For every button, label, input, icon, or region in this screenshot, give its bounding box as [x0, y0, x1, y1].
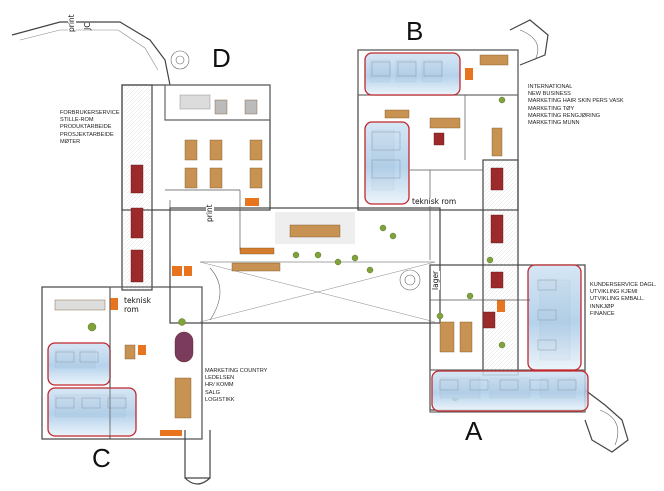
- department-item: KUNDERSERVICE DAGL.: [590, 282, 657, 288]
- department-list-d: FORBRUKERSERVICE STILLE-ROM PRODUKTARBEI…: [60, 110, 120, 146]
- department-list-a: KUNDERSERVICE DAGL. UTVIKLING KJEMI UTVI…: [590, 282, 656, 318]
- department-list-b: INTERNATIONAL NEW BUSINESS MARKETING HAI…: [528, 84, 624, 127]
- department-item: MARKETING RENGJØRING: [528, 112, 601, 119]
- department-item: MARKETING MUNN: [528, 120, 580, 127]
- plants: [87, 96, 506, 402]
- room-label-top-corner: JC: [83, 22, 92, 30]
- zone-b-top: [364, 52, 461, 96]
- partitions: [109, 95, 530, 439]
- department-item: INTERNATIONAL: [528, 84, 573, 90]
- zone-c-lower: [47, 387, 137, 437]
- zone-workstations: [55, 61, 577, 409]
- room-label-lager: lager: [431, 270, 440, 290]
- department-list-c: MARKETING COUNTRY LEDELSEN HR/ KOMM SALG…: [205, 368, 267, 404]
- department-item: FORBRUKERSERVICE: [60, 110, 120, 116]
- department-item: INNKJØP: [590, 303, 615, 310]
- department-item: UTVIKLING KJEMI: [590, 289, 638, 296]
- staircases: [170, 29, 619, 446]
- department-item: PROSJEKTARBEIDE: [60, 131, 114, 138]
- department-item: STILLE-ROM: [60, 117, 94, 124]
- department-item: MARKETING COUNTRY: [205, 368, 268, 374]
- orange-accents: [110, 68, 505, 436]
- department-item: FINANCE: [590, 310, 615, 317]
- department-item: MARKETING TØY: [528, 105, 575, 112]
- building-walls: [11, 19, 629, 485]
- zone-b-side: [364, 121, 410, 205]
- department-item: MØTER: [60, 138, 81, 145]
- department-item: SALG: [205, 389, 220, 396]
- room-label-line: rom: [124, 305, 139, 314]
- department-item: LEDELSEN: [205, 375, 235, 382]
- wing-label-d: D: [212, 43, 231, 73]
- desk-clusters: [54, 54, 509, 419]
- wing-label-b: B: [406, 16, 424, 46]
- wing-label-c: C: [92, 443, 111, 473]
- zone-a-side: [527, 264, 582, 371]
- wing-label-a: A: [465, 416, 483, 446]
- zone-c-upper: [47, 342, 111, 386]
- department-item: MARKETING HAIR SKIN PERS VASK: [528, 98, 624, 105]
- meeting-tables: [130, 132, 504, 363]
- room-label-line: teknisk: [124, 296, 151, 305]
- department-item: PRODUKTARBEIDE: [60, 124, 112, 131]
- department-item: HR/ KOMM: [205, 382, 234, 389]
- department-item: UTVIKLING EMBALL.: [590, 296, 645, 303]
- room-label-print-d: print: [205, 204, 214, 222]
- department-item: NEW BUSINESS: [528, 91, 571, 98]
- highlighted-zones: [47, 52, 589, 437]
- room-label-teknisk-rom-b: teknisk rom: [412, 197, 457, 206]
- department-item: LOGISTIKK: [205, 396, 235, 403]
- room-label-teknisk-rom-c: teknisk rom: [124, 296, 151, 314]
- room-label-print-top: print: [67, 14, 76, 32]
- zone-a-bottom: [431, 370, 589, 412]
